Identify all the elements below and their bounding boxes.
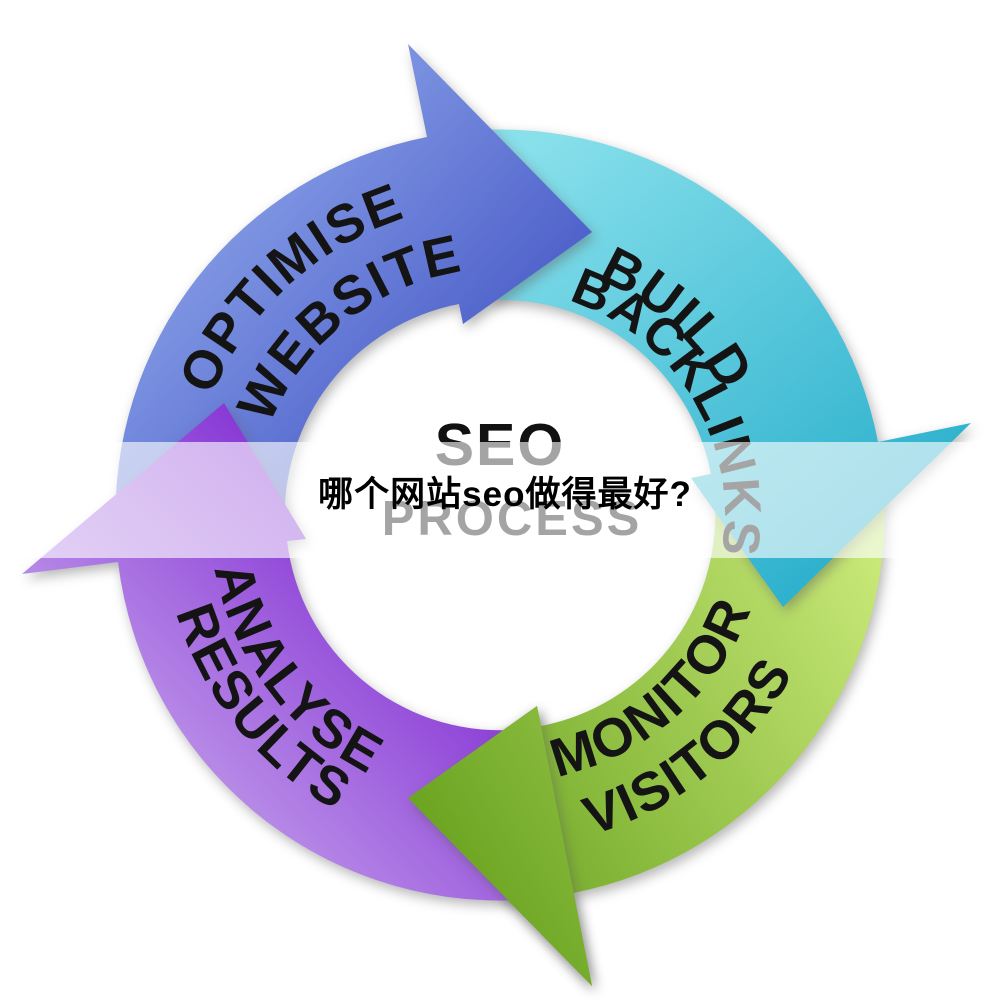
overlay-band <box>0 442 1000 558</box>
page-title: 哪个网站seo做得最好? <box>318 475 692 514</box>
arrow-monitor-visitors-head <box>408 706 592 986</box>
arrow-optimise-website <box>115 44 592 535</box>
